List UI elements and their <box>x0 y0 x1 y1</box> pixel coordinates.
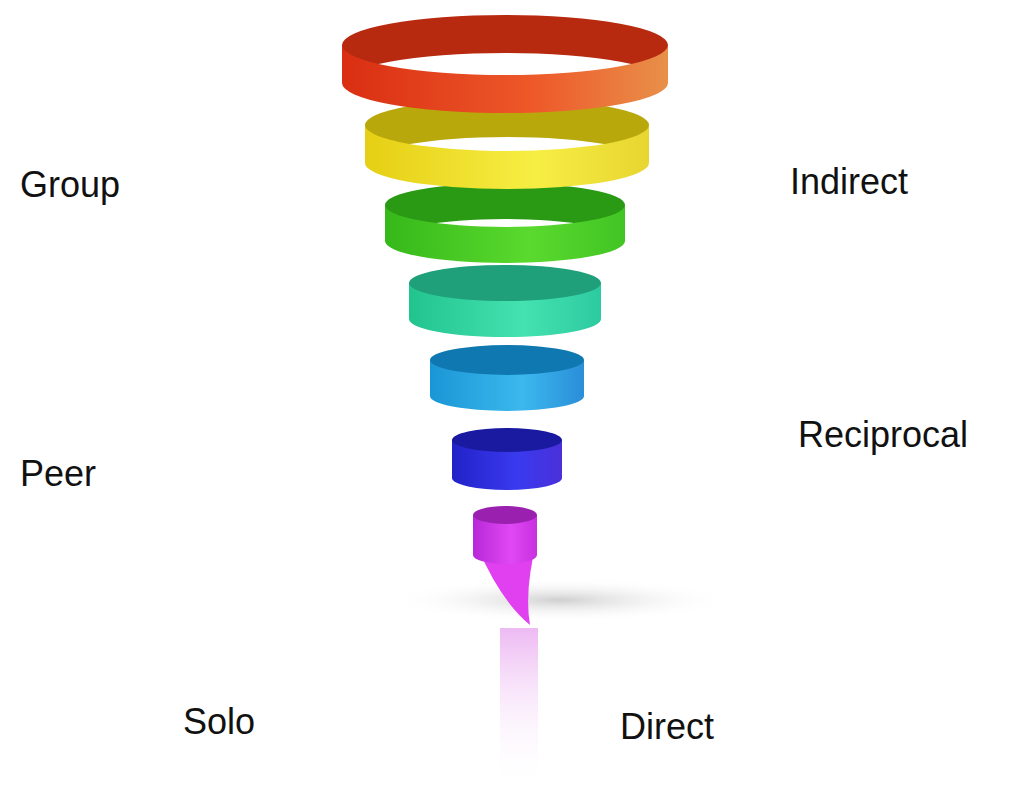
category-label: Direct <box>620 705 714 748</box>
ribbon-front <box>430 360 584 411</box>
reflection <box>500 628 538 788</box>
category-label: Group <box>20 163 120 206</box>
ribbon-front <box>342 45 668 113</box>
category-label: Solo <box>183 700 255 743</box>
ribbon-front <box>385 205 625 263</box>
ribbon-front <box>365 125 649 189</box>
category-label: Reciprocal <box>798 413 968 456</box>
category-label: Peer <box>20 452 96 495</box>
ribbon-front <box>452 440 562 490</box>
shadow <box>390 578 730 622</box>
ribbon-front <box>473 515 537 564</box>
category-label: Indirect <box>790 160 908 203</box>
ribbon-front <box>409 283 601 337</box>
